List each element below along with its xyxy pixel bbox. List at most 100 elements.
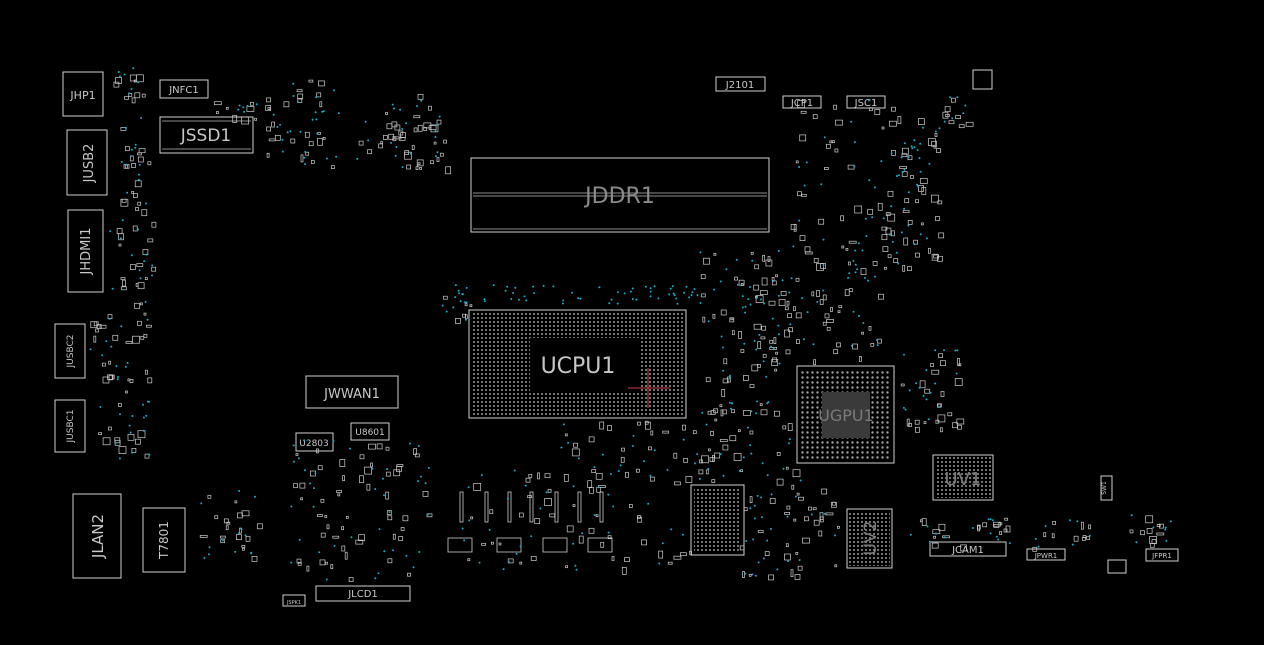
smd-part [874, 109, 881, 115]
via [766, 474, 769, 477]
connector-jusbc1[interactable]: JUSBC1 [54, 399, 86, 453]
smd-part [398, 130, 404, 136]
via [374, 488, 377, 490]
connector-jhp1[interactable]: JHP1 [62, 71, 104, 117]
smd-part [956, 418, 965, 425]
smd-part [945, 114, 950, 117]
via [997, 538, 1000, 541]
via [903, 168, 906, 171]
smd-part [829, 140, 833, 144]
via [1135, 541, 1138, 544]
slot-jddr1[interactable]: JDDR1 [470, 157, 770, 233]
via [131, 415, 134, 417]
jusb2-label: JUSB2 [82, 144, 97, 184]
via [675, 297, 678, 300]
smd-part [742, 571, 745, 578]
chip-uv1[interactable]: UV1 [932, 454, 994, 501]
smd-part [712, 313, 716, 319]
smd-part [689, 550, 692, 555]
via [130, 155, 132, 158]
via [126, 361, 129, 364]
via [110, 345, 113, 348]
smd-part [525, 477, 531, 483]
smd-part [120, 127, 127, 131]
component-u2803[interactable]: U2803 [295, 432, 334, 452]
smd-part [793, 518, 797, 522]
smd-part [793, 306, 796, 312]
via [292, 460, 295, 463]
via [989, 518, 992, 521]
switch-sw1[interactable]: SW1 [1100, 475, 1113, 501]
smd-part [960, 544, 967, 552]
connector-j2101[interactable]: J2101 [715, 76, 766, 92]
smd-part [644, 420, 649, 425]
connector-jnfc1[interactable]: JNFC1 [159, 79, 209, 99]
connector-jcp1[interactable]: JCP1 [782, 95, 822, 109]
u2803-label: U2803 [299, 439, 329, 449]
smd-part [902, 210, 910, 213]
via [132, 67, 135, 70]
connector-jspk1[interactable]: JSPK1 [282, 594, 306, 607]
smd-part [528, 473, 533, 478]
smd-part [306, 565, 310, 572]
smd-part [753, 284, 760, 291]
via [388, 511, 391, 513]
component-t7801[interactable]: T7801 [142, 507, 186, 573]
smd-part [527, 495, 532, 498]
smd-part [268, 138, 276, 142]
mosfet [587, 537, 613, 553]
chip-ucpu1[interactable]: UCPU1 [468, 309, 687, 419]
ugpu1-label: UGPU1 [818, 406, 874, 425]
smd-part [337, 493, 341, 497]
smd-part [416, 159, 424, 167]
smd-part [921, 518, 927, 526]
connector-jfpr1[interactable]: JFPR1 [1145, 548, 1179, 562]
smd-part [919, 380, 926, 389]
connector-jhdmi1[interactable]: JHDMI1 [67, 209, 104, 293]
via [139, 277, 142, 280]
smd-part [308, 141, 314, 147]
connector-jwwan1[interactable]: JWWAN1 [305, 375, 399, 409]
chip-ugpu1[interactable]: UGPU1 [796, 365, 895, 464]
smd-part [102, 362, 106, 367]
connector-jsc1[interactable]: JSC1 [846, 95, 886, 109]
connector-jlcd1[interactable]: JLCD1 [315, 585, 411, 602]
smd-part [246, 106, 255, 112]
connector-jcam1[interactable]: JCAM1 [929, 541, 1007, 557]
via [782, 467, 785, 470]
via [632, 434, 635, 437]
via [610, 298, 613, 301]
connector-jssd1[interactable]: JSSD1 [159, 116, 254, 154]
connector-jlan2[interactable]: JLAN2 [72, 493, 122, 579]
smd-part [415, 166, 419, 170]
smd-part [958, 363, 962, 367]
via [694, 462, 696, 465]
via [138, 269, 141, 272]
via [812, 343, 815, 346]
smd-part [739, 545, 745, 551]
via [436, 151, 439, 154]
connector-jpwr1[interactable]: JPWR1 [1026, 548, 1066, 561]
component-u8601[interactable]: U8601 [350, 422, 390, 441]
smd-part [391, 121, 398, 128]
via [867, 279, 870, 282]
via [617, 470, 620, 473]
via [730, 402, 733, 405]
smd-part [624, 557, 630, 562]
smd-part [937, 403, 942, 408]
via [203, 556, 206, 559]
smd-part [790, 569, 794, 578]
via [746, 426, 749, 429]
connector-jusb2[interactable]: JUSB2 [66, 129, 108, 196]
smd-part [1151, 539, 1157, 544]
chip-uv2[interactable]: UV2 [846, 508, 893, 569]
via [545, 491, 548, 494]
smd-part [489, 509, 494, 515]
via [148, 453, 151, 456]
via [464, 318, 467, 321]
smd-part [757, 341, 762, 349]
via [417, 480, 420, 483]
connector-jusbc2[interactable]: JUSBC2 [54, 323, 86, 379]
smd-part [214, 515, 219, 520]
via [111, 287, 114, 290]
